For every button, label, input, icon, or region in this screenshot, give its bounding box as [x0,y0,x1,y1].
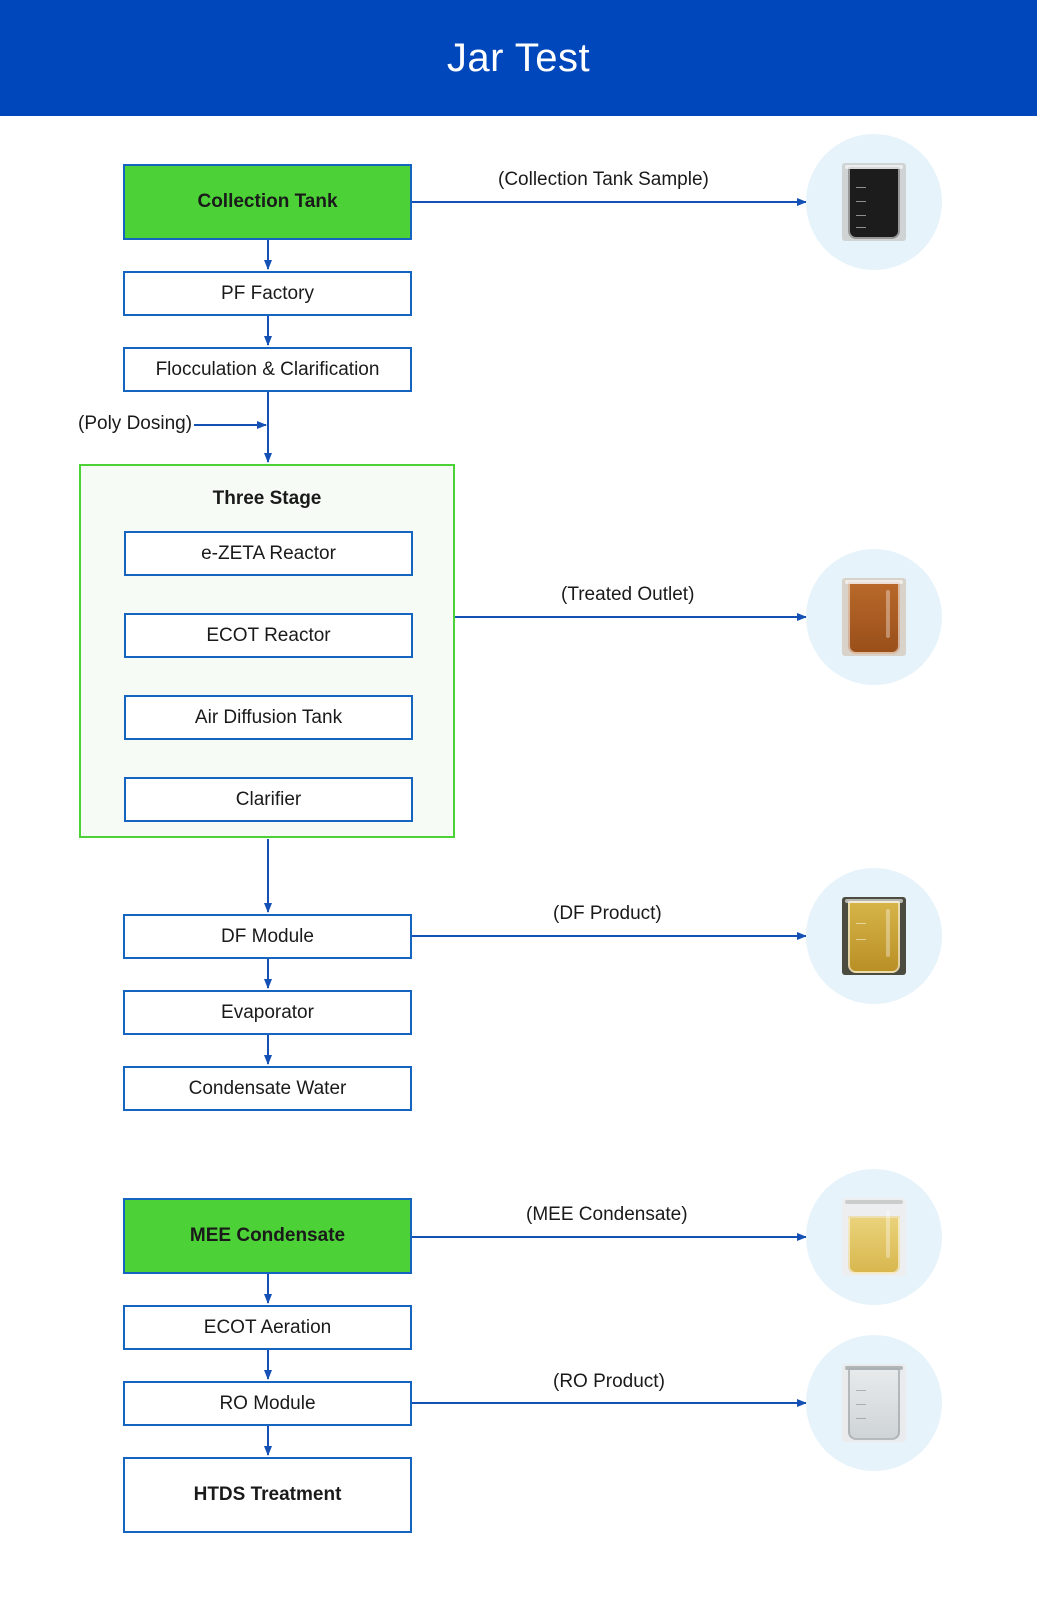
beaker-icon [842,163,906,241]
ezeta-reactor-label: e-ZETA Reactor [201,542,336,564]
flocculation-box: Flocculation & Clarification [123,347,412,392]
mee-condensate-box: MEE Condensate [123,1198,412,1274]
df-module-box: DF Module [123,914,412,959]
treated-outlet-label: (Treated Outlet) [561,584,695,605]
collection-tank-sample-label: (Collection Tank Sample) [498,169,709,190]
ro-product-label: (RO Product) [553,1371,665,1392]
collection-tank-box: Collection Tank [123,164,412,240]
df-product-label: (DF Product) [553,903,662,924]
ecot-reactor-label: ECOT Reactor [206,624,331,646]
ecot-aeration-label: ECOT Aeration [203,1316,332,1338]
df-product-sample-image [806,868,942,1004]
header-bar: Jar Test [0,0,1037,116]
beaker-icon [842,578,906,656]
beaker-icon [842,1198,906,1276]
page-title: Jar Test [446,35,591,80]
htds-treatment-label: HTDS Treatment [193,1484,342,1505]
htds-treatment-box: HTDS Treatment [123,1457,412,1533]
ecot-aeration-box: ECOT Aeration [123,1305,412,1350]
mee-condensate-sample-image [806,1169,942,1305]
pf-factory-box: PF Factory [123,271,412,316]
beaker-icon [842,1364,906,1442]
poly-dosing-label: (Poly Dosing) [78,413,193,434]
flocculation-label: Flocculation & Clarification [155,358,380,380]
air-diffusion-tank-box: Air Diffusion Tank [124,695,413,740]
condensate-water-box: Condensate Water [123,1066,412,1111]
ro-module-label: RO Module [219,1392,316,1414]
clarifier-box: Clarifier [124,777,413,822]
condensate-water-label: Condensate Water [188,1077,347,1099]
ro-module-box: RO Module [123,1381,412,1426]
df-module-label: DF Module [221,925,314,947]
evaporator-box: Evaporator [123,990,412,1035]
pf-factory-label: PF Factory [221,282,314,304]
air-diffusion-tank-label: Air Diffusion Tank [194,706,343,728]
mee-condensate-label: MEE Condensate [189,1225,346,1246]
treated-outlet-sample-image [806,549,942,685]
collection-tank-sample-image [806,134,942,270]
beaker-icon [842,897,906,975]
three-stage-title: Three Stage [212,488,322,509]
mee-condensate-sample-label: (MEE Condensate) [526,1204,688,1225]
ezeta-reactor-box: e-ZETA Reactor [124,531,413,576]
clarifier-label: Clarifier [235,788,302,810]
ro-product-sample-image [806,1335,942,1471]
collection-tank-label: Collection Tank [197,191,338,212]
ecot-reactor-box: ECOT Reactor [124,613,413,658]
evaporator-label: Evaporator [221,1001,314,1023]
